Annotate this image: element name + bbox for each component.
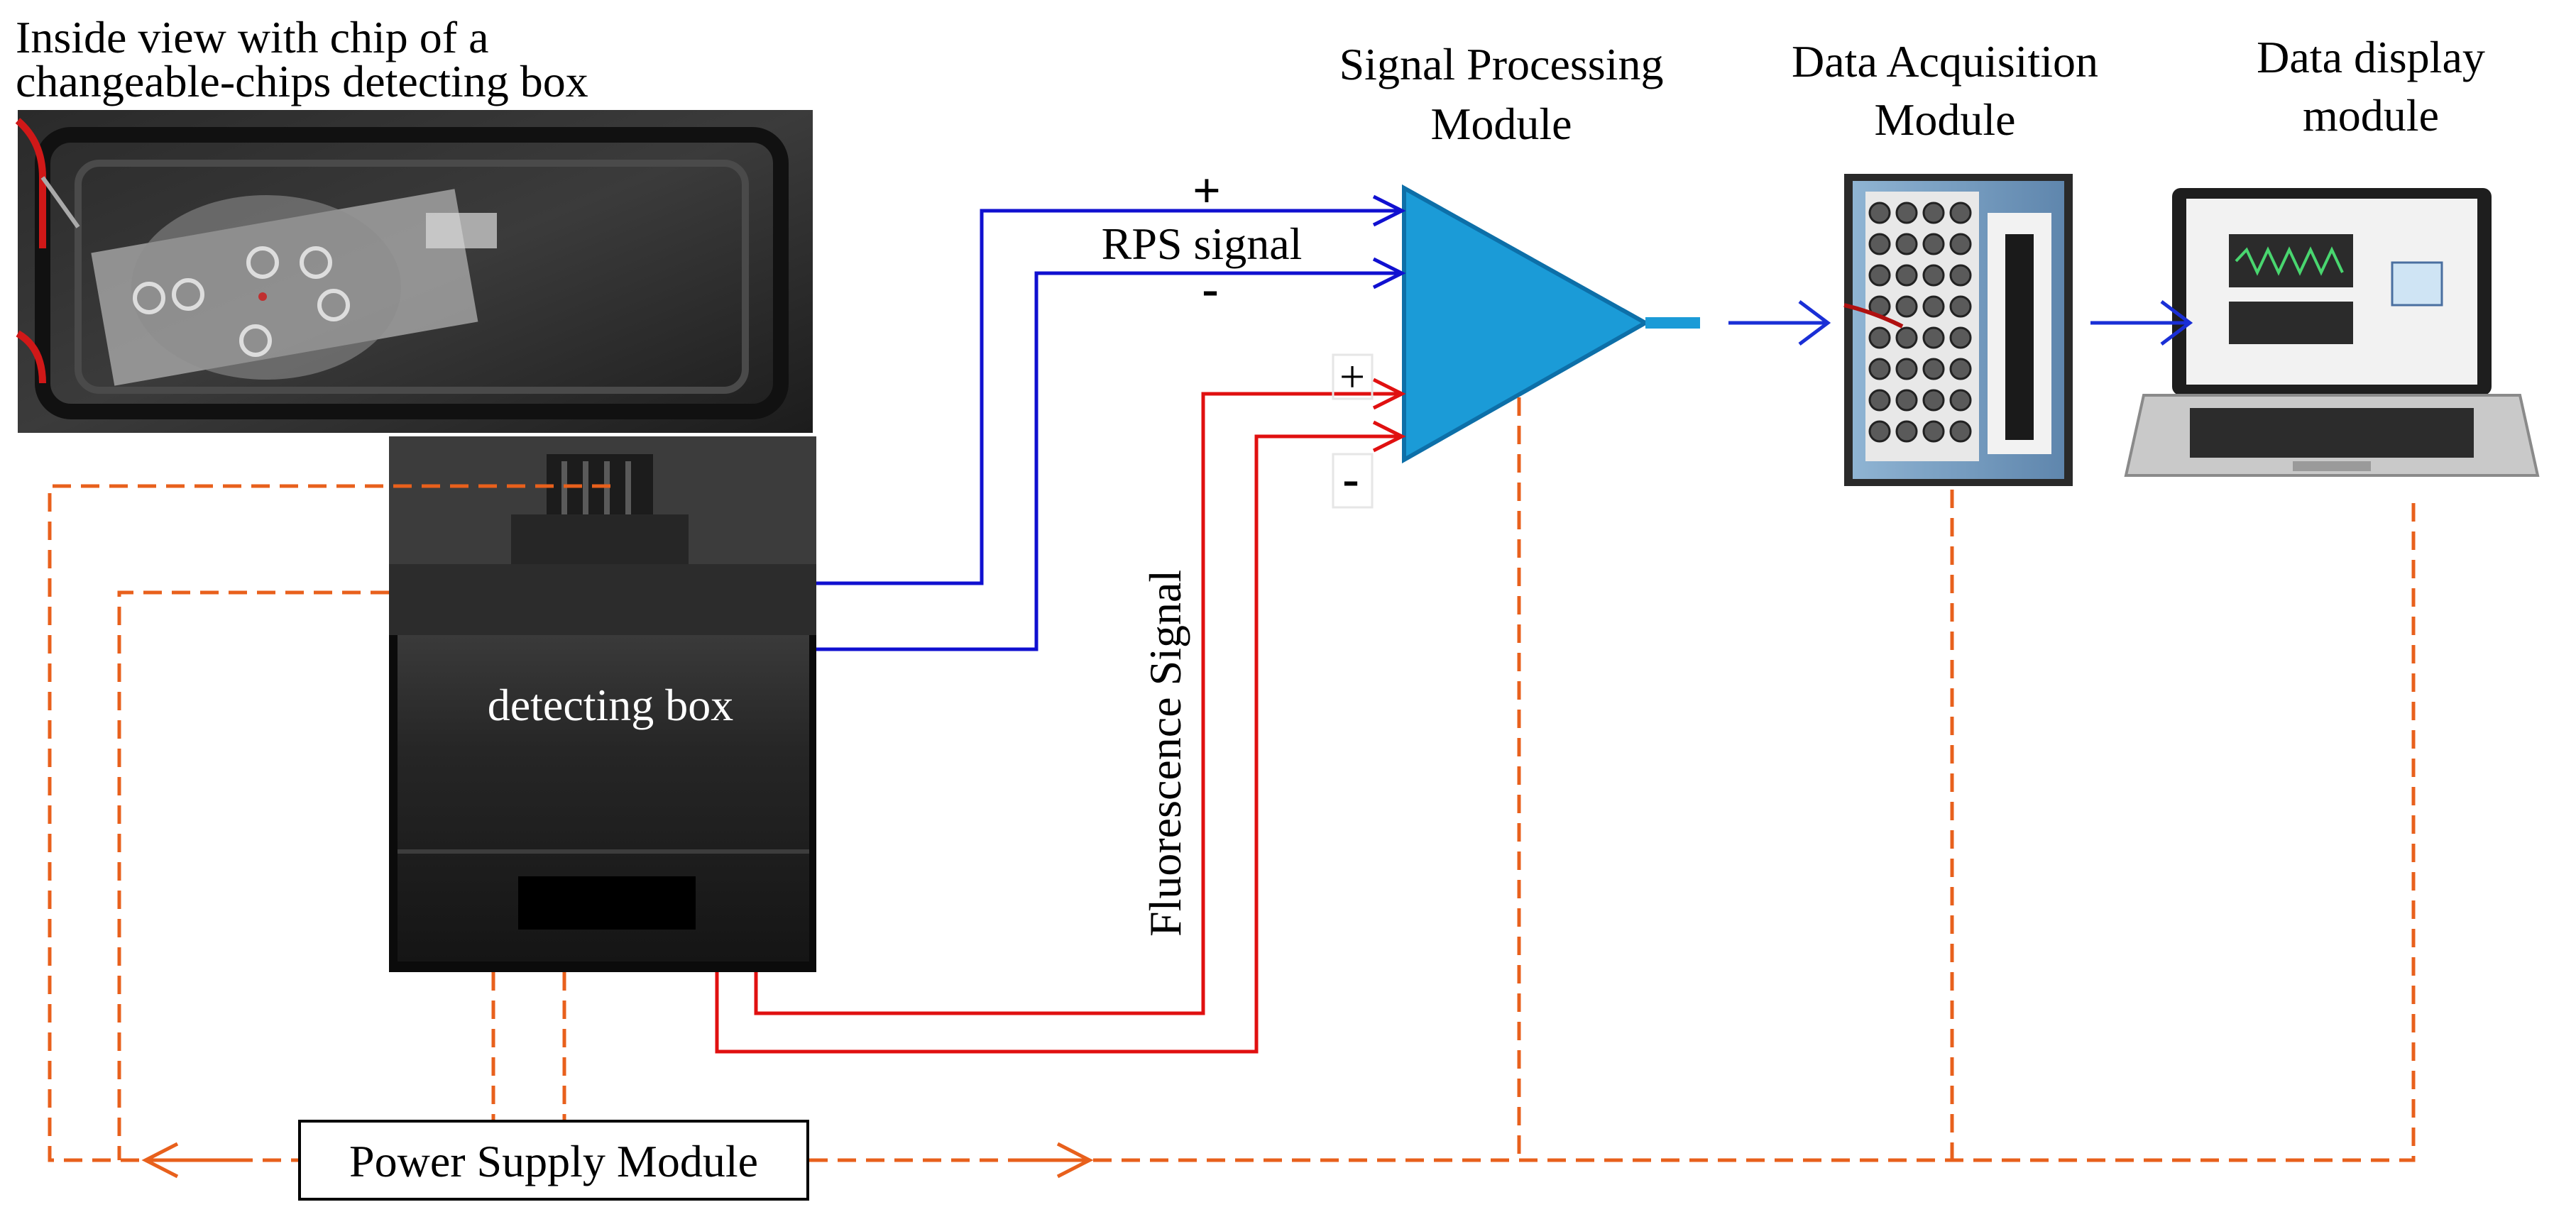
amplifier-triangle bbox=[1402, 184, 1700, 464]
fluor-plus-wire bbox=[754, 392, 1402, 1015]
daq-connector bbox=[1922, 326, 1945, 349]
rps-minus-wire bbox=[816, 271, 1402, 651]
daq-connector bbox=[1949, 233, 1972, 255]
daq-connector bbox=[1922, 358, 1945, 380]
output-arrows bbox=[1728, 300, 2193, 346]
inside-view-caption-line1: Inside view with chip of a bbox=[16, 12, 489, 62]
daq-connector bbox=[1895, 420, 1918, 443]
daq-connector bbox=[1868, 389, 1891, 412]
daq-connector bbox=[1868, 264, 1891, 287]
signal-processing-title-line2: Module bbox=[1430, 99, 1572, 149]
daq-connector bbox=[1895, 389, 1918, 412]
daq-connector bbox=[1868, 358, 1891, 380]
fluor-minus-wire bbox=[715, 434, 1402, 1054]
rps-minus-arrowhead bbox=[1372, 257, 1406, 290]
power-supply-label: Power Supply Module bbox=[349, 1136, 758, 1186]
rps-plus-sign: + bbox=[1193, 164, 1221, 219]
data-acquisition-title-line2: Module bbox=[1874, 94, 2015, 145]
daq-connector bbox=[1949, 326, 1972, 349]
daq-connector bbox=[1949, 295, 1972, 318]
daq-board-photo bbox=[1843, 174, 2073, 486]
detecting-box-photo: detecting box bbox=[389, 436, 816, 972]
daq-connector bbox=[1868, 233, 1891, 255]
daq-connector bbox=[1922, 233, 1945, 255]
daq-connector bbox=[1895, 202, 1918, 224]
data-display-title-line1: Data display bbox=[2257, 32, 2485, 82]
data-acquisition-title: Data Acquisition Module bbox=[1792, 36, 2098, 145]
detecting-box-label: detecting box bbox=[488, 680, 734, 730]
fluor-plus-arrowhead bbox=[1372, 377, 1406, 410]
power-left-arrowhead bbox=[141, 1142, 179, 1179]
daq-connector bbox=[1895, 233, 1918, 255]
chip-photo bbox=[15, 110, 813, 433]
data-acquisition-title-line1: Data Acquisition bbox=[1792, 36, 2098, 87]
daq-connector bbox=[1895, 295, 1918, 318]
inside-view-caption: Inside view with chip of a changeable-ch… bbox=[16, 12, 588, 106]
rps-signal-label: RPS signal bbox=[1102, 219, 1303, 269]
signal-processing-title: Signal Processing Module bbox=[1339, 39, 1664, 149]
power-supply-wires bbox=[48, 397, 2416, 1162]
daq-connector bbox=[1868, 202, 1891, 224]
daq-connector bbox=[1949, 358, 1972, 380]
inside-view-caption-line2: changeable-chips detecting box bbox=[16, 56, 588, 106]
signal-processing-title-line1: Signal Processing bbox=[1339, 39, 1664, 89]
data-display-title: Data display module bbox=[2257, 32, 2485, 140]
fluor-minus-sign: - bbox=[1342, 452, 1359, 507]
daq-connector bbox=[1922, 264, 1945, 287]
fluor-plus-sign-box: + bbox=[1332, 351, 1374, 402]
daq-connector bbox=[1895, 358, 1918, 380]
daq-connector bbox=[1949, 420, 1972, 443]
power-supply-module-box: Power Supply Module bbox=[298, 1120, 809, 1201]
daq-connector bbox=[1922, 295, 1945, 318]
rps-minus-sign: - bbox=[1202, 262, 1218, 316]
daq-connector bbox=[1922, 202, 1945, 224]
power-right-arrowhead bbox=[1056, 1142, 1094, 1179]
daq-connector bbox=[1949, 202, 1972, 224]
fluor-minus-sign-box: - bbox=[1332, 452, 1374, 509]
fluorescence-signal-wires bbox=[715, 392, 1402, 1054]
daq-connector bbox=[1895, 264, 1918, 287]
fluorescence-signal-label: Fluorescence Signal bbox=[1140, 570, 1190, 937]
daq-connector bbox=[1895, 326, 1918, 349]
rps-signal-wires bbox=[816, 209, 1402, 651]
daq-connector bbox=[1922, 389, 1945, 412]
daq-connector bbox=[1949, 389, 1972, 412]
laptop-icon bbox=[2124, 188, 2540, 477]
rps-plus-wire bbox=[816, 209, 1402, 585]
daq-connector bbox=[1868, 326, 1891, 349]
daq-connector bbox=[1949, 264, 1972, 287]
fluor-plus-sign: + bbox=[1339, 351, 1365, 402]
daq-connector bbox=[1868, 420, 1891, 443]
rps-plus-arrowhead bbox=[1372, 194, 1406, 227]
fluor-minus-arrowhead bbox=[1372, 420, 1406, 453]
daq-connector bbox=[1922, 420, 1945, 443]
data-display-title-line2: module bbox=[2303, 90, 2439, 140]
